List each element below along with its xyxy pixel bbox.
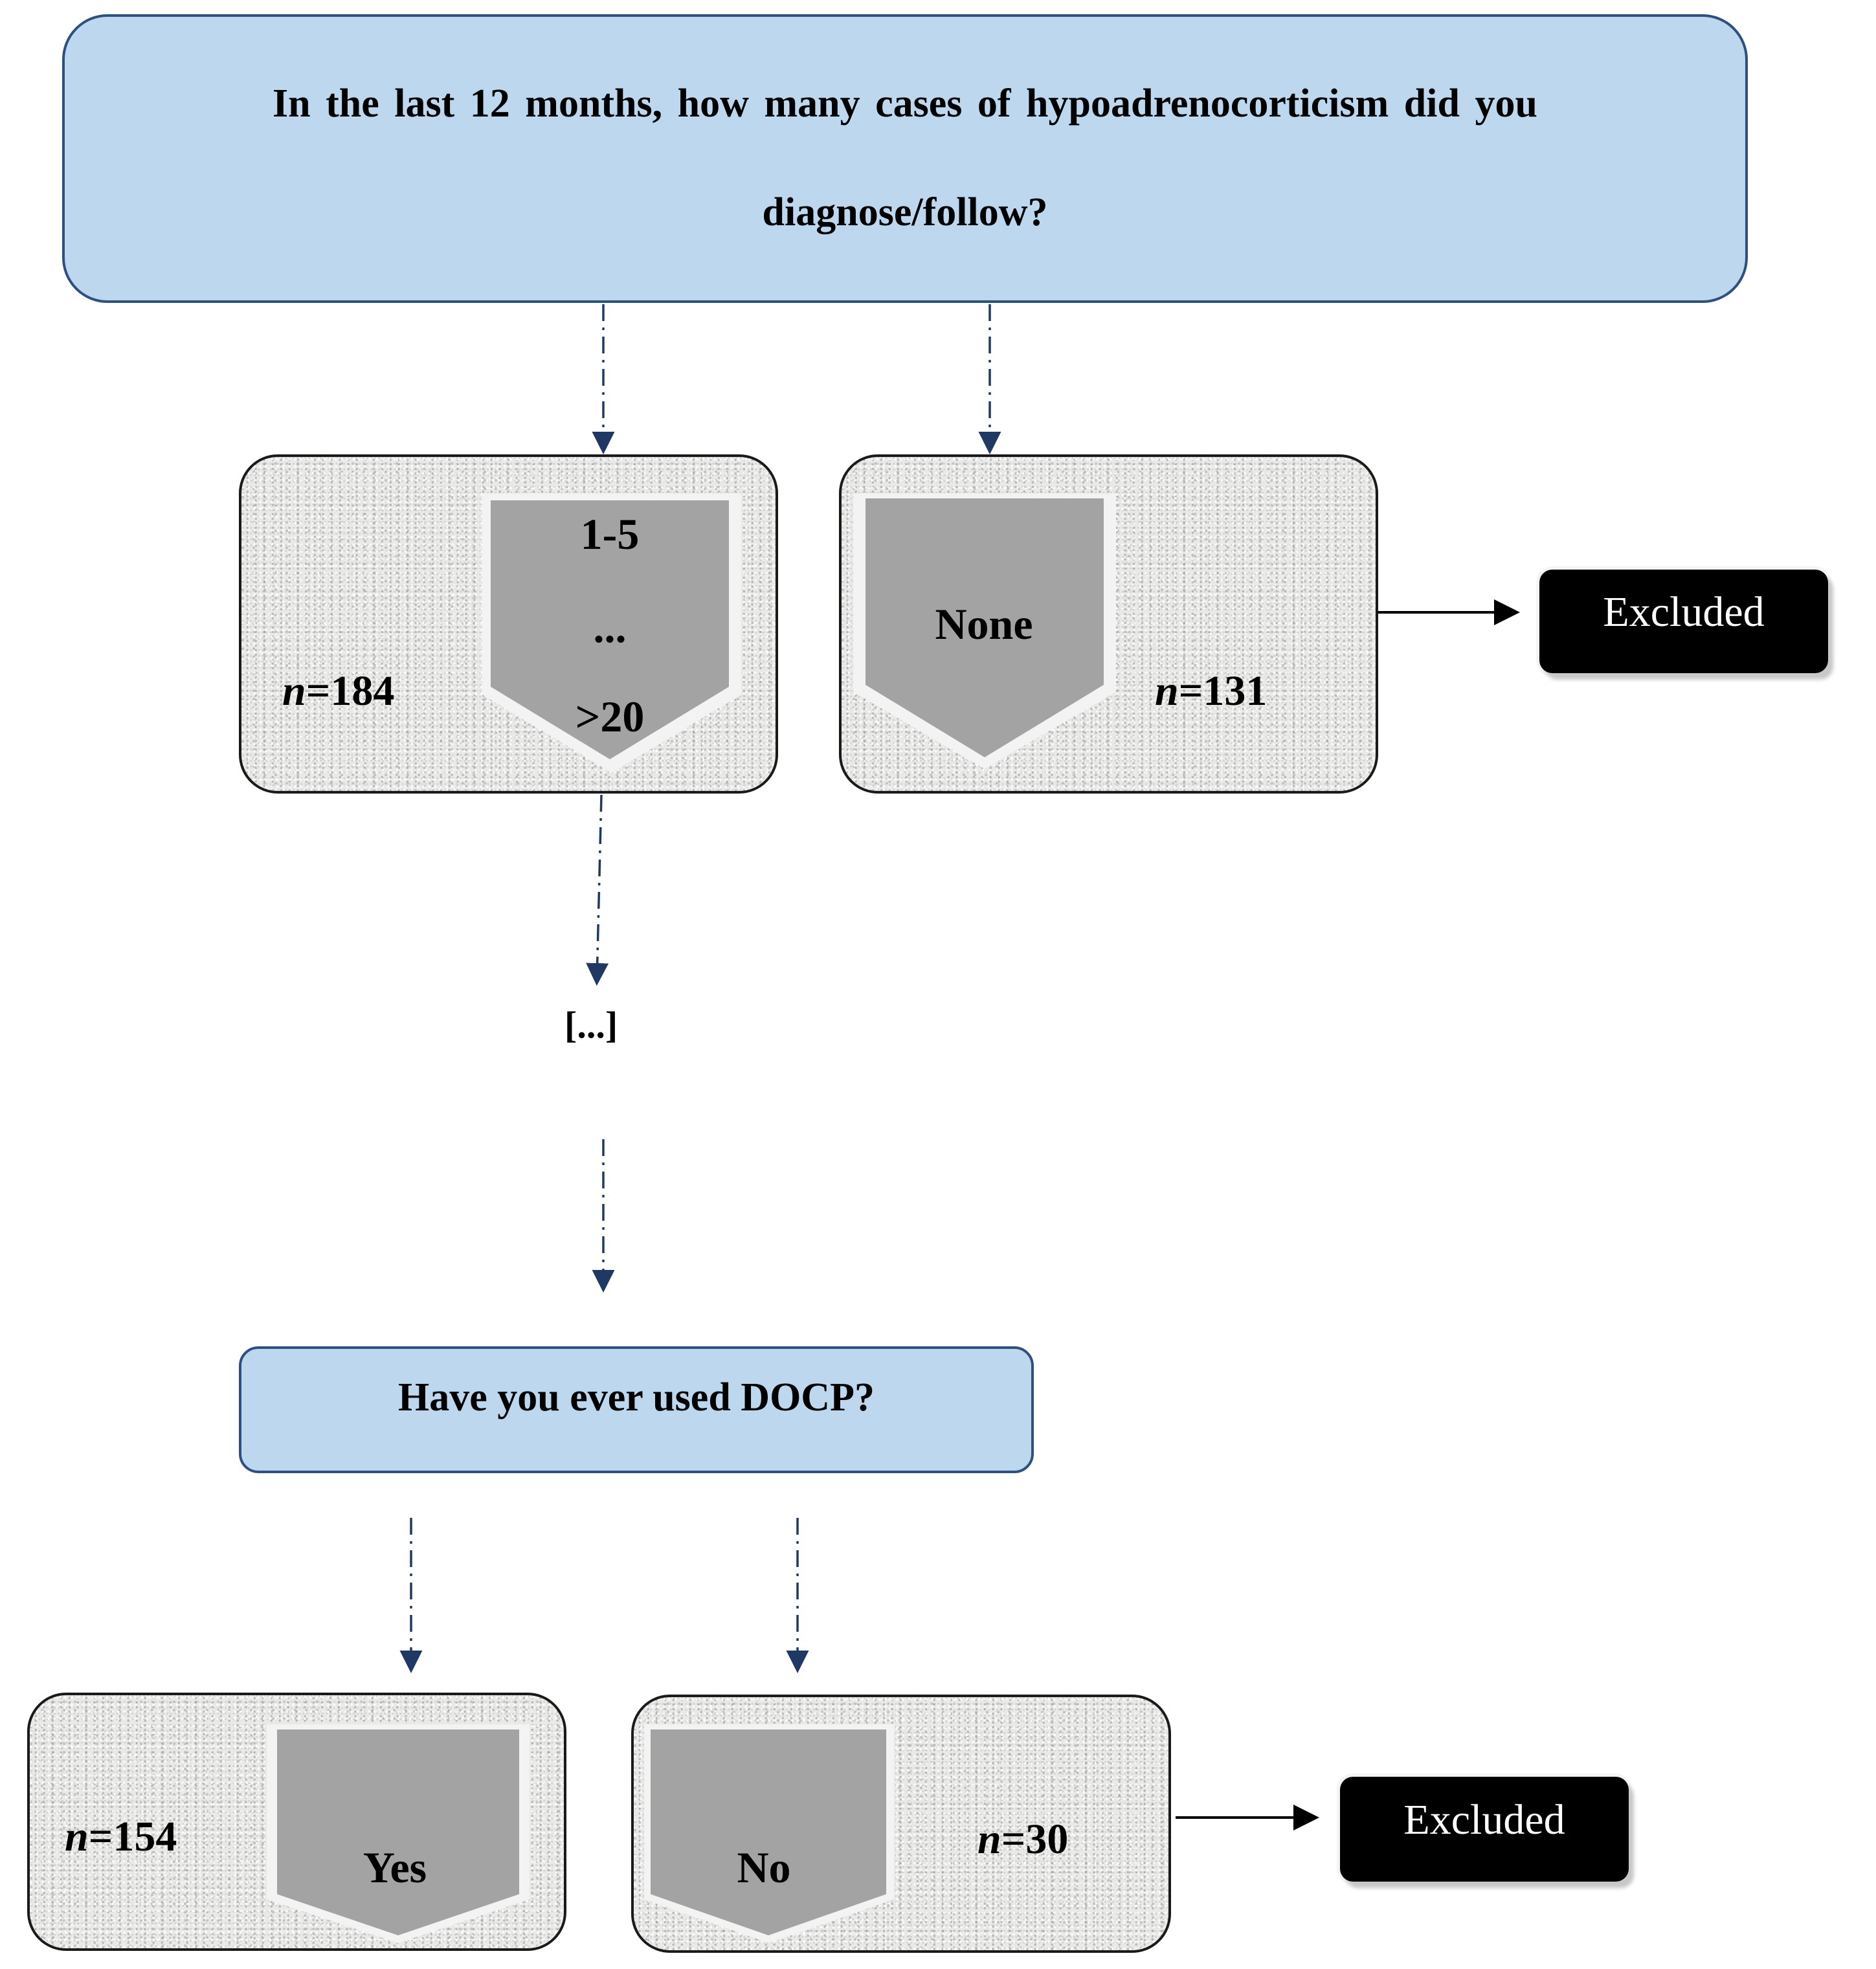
excluded-box-no-cases: Excluded: [1539, 570, 1828, 673]
count-none: n=131: [1155, 667, 1267, 716]
n-symbol: n: [1155, 667, 1179, 715]
arrow-cases-to-ellipsis: [586, 794, 609, 986]
chevron-yes: [267, 1724, 530, 1943]
count-no: n=30: [977, 1815, 1068, 1864]
option-yes-label: Yes: [363, 1843, 427, 1892]
chevron-cases: [482, 493, 741, 773]
count-value: =131: [1178, 667, 1267, 715]
question-box-docp: Have you ever used DOCP?: [239, 1346, 1034, 1473]
count-cases: n=184: [282, 667, 394, 716]
option-ellipsis-label: ...: [593, 603, 627, 652]
count-yes: n=154: [65, 1812, 177, 1862]
n-symbol: n: [977, 1816, 1001, 1863]
chevron-face: [651, 1730, 886, 1935]
question-box-hypoadrenocorticism-cases: In the last 12 months, how many cases of…: [62, 14, 1748, 303]
chevron-none: [853, 493, 1116, 769]
option-none-label: None: [935, 599, 1033, 649]
option-no-label: No: [737, 1843, 791, 1892]
omitted-steps-marker: [...]: [564, 1004, 618, 1046]
chevron-no: [644, 1724, 894, 1943]
n-symbol: n: [282, 667, 306, 715]
count-value: =154: [88, 1813, 177, 1860]
option-1-5-label: 1-5: [580, 509, 640, 559]
question-1-line-2: diagnose/follow?: [762, 190, 1048, 234]
excluded-box-no-docp: Excluded: [1340, 1777, 1629, 1882]
count-value: =184: [306, 667, 395, 715]
question-1-line-1: In the last 12 months, how many cases of…: [273, 82, 1537, 126]
chevron-face: [277, 1730, 519, 1935]
option-over-20-label: >20: [575, 692, 645, 741]
n-symbol: n: [65, 1813, 89, 1860]
count-value: =30: [1001, 1816, 1069, 1863]
